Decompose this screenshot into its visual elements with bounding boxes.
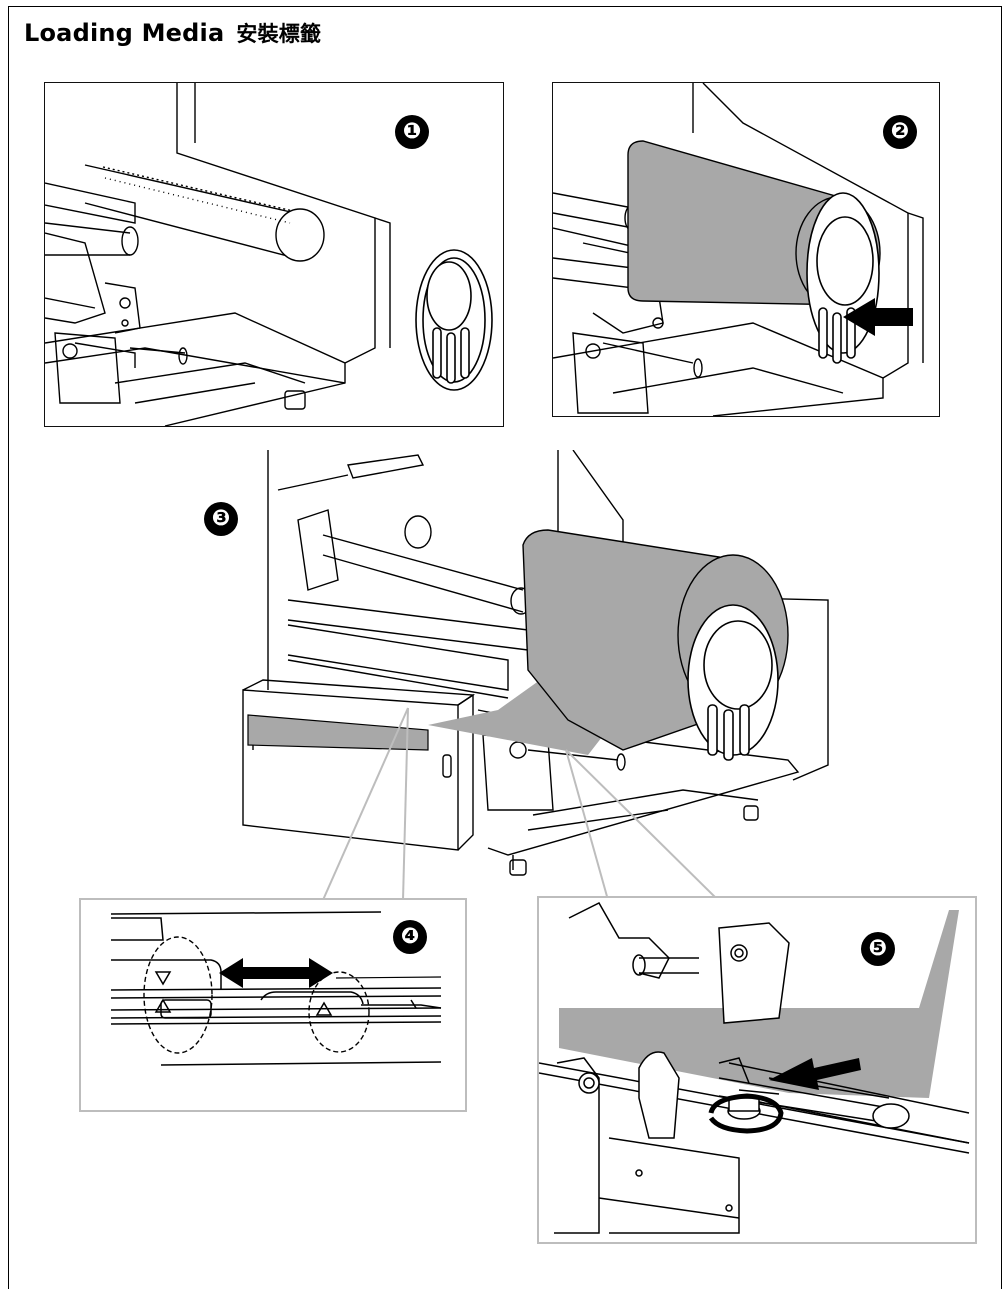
step-4-badge: ❹ xyxy=(393,920,427,954)
step-2-badge: ❷ xyxy=(883,115,917,149)
page-title-zh: 安裝標籤 xyxy=(236,22,322,46)
step-4-illustration xyxy=(110,911,442,1066)
page-frame xyxy=(8,6,1002,1289)
step-3-badge: ❸ xyxy=(204,502,238,536)
step-5-badge: ❺ xyxy=(861,932,895,966)
step-1-badge: ❶ xyxy=(395,115,429,149)
step-1-panel: ❶ xyxy=(44,82,504,427)
step-3-illustration xyxy=(242,450,829,900)
step-5-callout: ❺ xyxy=(537,896,977,1244)
step-2-panel: ❷ xyxy=(552,82,940,417)
step-1-illustration xyxy=(45,83,493,426)
step-5-illustration xyxy=(539,902,970,1234)
step-2-illustration xyxy=(553,83,924,416)
page-title-en: Loading Media xyxy=(24,19,225,47)
page-title: Loading Media 安裝標籤 xyxy=(24,18,321,48)
step-4-callout: ❹ xyxy=(79,898,467,1112)
page-frame-right-edge xyxy=(1001,7,1002,1289)
